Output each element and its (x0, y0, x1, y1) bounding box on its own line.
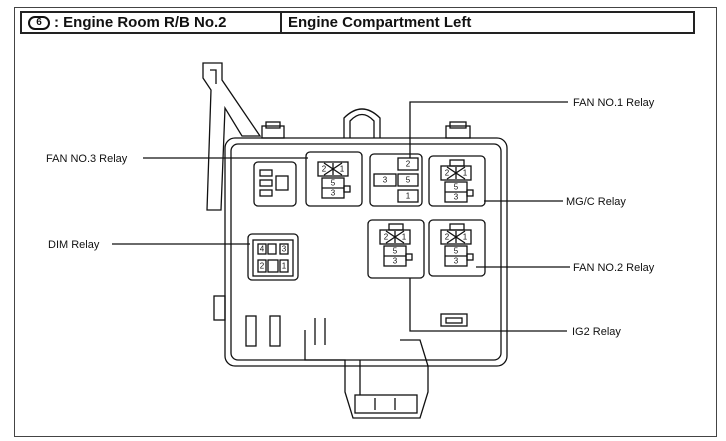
ig2-relay (367, 219, 425, 279)
mgc-pin-1: 1 (463, 169, 468, 178)
ig2-pin-2: 2 (384, 233, 389, 242)
label-ig2-relay: IG2 Relay (572, 326, 621, 338)
fan3-pin-3: 3 (331, 189, 336, 198)
side-clip (213, 295, 226, 321)
dim-pin-4: 4 (260, 245, 265, 254)
harness-inner (314, 318, 361, 395)
fan1-pin-5: 5 (406, 176, 411, 185)
ig2-pin-5: 5 (393, 247, 398, 256)
top-dome (343, 108, 381, 138)
top-dome-inner (349, 113, 375, 138)
leader-fan-no1 (409, 101, 568, 158)
dim-pin-3: 3 (282, 245, 287, 254)
outer-border (14, 7, 717, 437)
label-fan-no2-relay: FAN NO.2 Relay (573, 262, 655, 274)
top-tab-right-inner (449, 121, 467, 129)
ig2-pin-3: 3 (393, 257, 398, 266)
fan1-pin-3: 3 (383, 176, 388, 185)
mgc-relay (428, 155, 486, 207)
bottom-latch-inner (445, 317, 463, 324)
fan2-pin-1: 1 (463, 233, 468, 242)
mgc-pin-5: 5 (454, 183, 459, 192)
title-bar: 6 : Engine Room R/B No.2 Engine Compartm… (20, 11, 695, 34)
harness-connector (354, 394, 418, 414)
leader-ig2 (409, 278, 567, 332)
label-fan-no3-relay: FAN NO.3 Relay (46, 153, 128, 165)
title-left-cell: 6 : Engine Room R/B No.2 (22, 13, 282, 32)
bracket-inner-line (210, 69, 217, 84)
label-dim-relay: DIM Relay (48, 239, 100, 251)
harness-outline (304, 330, 429, 419)
dim-pin-2: 2 (260, 262, 265, 271)
mgc-pin-3: 3 (454, 193, 459, 202)
dim-relay (247, 233, 299, 281)
relay-block-title: : Engine Room R/B No.2 (54, 14, 227, 31)
fan3-pin-2: 2 (322, 165, 327, 174)
fan2-pin-3: 3 (454, 257, 459, 266)
bottom-slot-right (269, 315, 281, 347)
fan-no1-relay (369, 153, 423, 207)
fan3-pin-5: 5 (331, 179, 336, 188)
title-right-cell: Engine Compartment Left (282, 13, 471, 32)
fan1-pin-2: 2 (406, 160, 411, 169)
label-mgc-relay: MG/C Relay (566, 196, 626, 208)
housing-outer (224, 137, 508, 367)
bottom-latch (440, 313, 468, 327)
section-number-badge: 6 (28, 15, 50, 30)
bottom-slot-left (245, 315, 257, 347)
ig2-pin-1: 1 (402, 233, 407, 242)
fan-no2-relay (428, 219, 486, 277)
fan3-pin-1: 1 (340, 165, 345, 174)
label-fan-no1-relay: FAN NO.1 Relay (573, 97, 655, 109)
unlabeled-socket (253, 161, 297, 207)
mgc-pin-2: 2 (445, 169, 450, 178)
top-tab-left-inner (265, 121, 281, 129)
fan2-pin-2: 2 (445, 233, 450, 242)
fan2-pin-5: 5 (454, 247, 459, 256)
mounting-bracket (202, 62, 262, 211)
dim-pin-1: 1 (282, 262, 287, 271)
fan-no3-relay (305, 151, 363, 207)
location-title: Engine Compartment Left (288, 14, 472, 31)
housing-inner (230, 143, 502, 361)
fan1-pin-1: 1 (406, 192, 411, 201)
